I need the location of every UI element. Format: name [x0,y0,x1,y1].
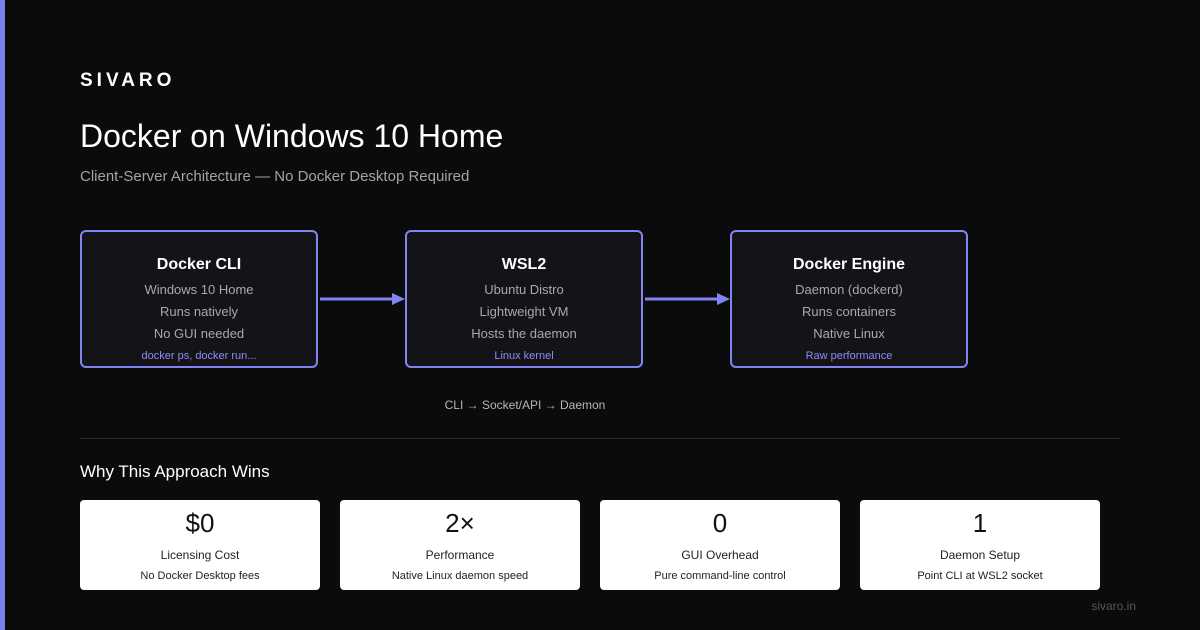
node-line: Runs containers [802,304,896,319]
stat-value: 0 [712,508,728,538]
section-title: Why This Approach Wins [80,462,270,481]
stat-description: Pure command-line control [654,570,786,582]
node-line: Windows 10 Home [144,282,254,297]
footer-url: sivaro.in [1091,599,1136,613]
node-title: WSL2 [501,256,547,273]
stat-description: Native Linux daemon speed [391,570,529,582]
node-docker-engine: Docker Engine Daemon (dockerd) Runs cont… [730,230,968,368]
stat-value: 2× [445,508,475,538]
stat-value: 1 [972,508,988,538]
node-tag: docker ps, docker run... [141,350,257,362]
page-title: Docker on Windows 10 Home [80,118,504,154]
stat-value: $0 [185,508,215,538]
accent-bar [0,0,5,630]
node-line: Native Linux [813,326,885,341]
node-line: No GUI needed [153,326,245,341]
node-line: Lightweight VM [479,304,569,319]
arrow-cli-to-wsl2 [320,293,405,305]
stat-card-daemon-setup: 1 Daemon Setup Point CLI at WSL2 socket [860,500,1100,590]
section-divider [80,438,1120,439]
node-tag: Linux kernel [494,350,554,362]
arrow-wsl2-to-engine [645,293,730,305]
node-title: Docker Engine [792,256,906,273]
node-line: Runs natively [159,304,239,319]
node-wsl2: WSL2 Ubuntu Distro Lightweight VM Hosts … [405,230,643,368]
node-line: Hosts the daemon [471,326,577,341]
stat-label: Daemon Setup [939,548,1021,562]
stat-label: Performance [425,548,495,562]
node-docker-cli: Docker CLI Windows 10 Home Runs natively… [80,230,318,368]
brand-logo: SIVARO [80,70,176,91]
node-title: Docker CLI [156,256,242,273]
flow-caption: CLI → Socket/API → Daemon [444,398,606,412]
stat-label: Licensing Cost [160,548,240,562]
stat-card-performance: 2× Performance Native Linux daemon speed [340,500,580,590]
page-subtitle: Client-Server Architecture — No Docker D… [80,168,470,185]
stat-card-licensing: $0 Licensing Cost No Docker Desktop fees [80,500,320,590]
node-line: Ubuntu Distro [484,282,564,297]
node-tag: Raw performance [805,350,893,362]
stat-card-gui-overhead: 0 GUI Overhead Pure command-line control [600,500,840,590]
stat-description: No Docker Desktop fees [140,570,260,582]
node-line: Daemon (dockerd) [795,282,903,297]
stat-description: Point CLI at WSL2 socket [917,570,1043,582]
stat-label: GUI Overhead [681,548,759,562]
